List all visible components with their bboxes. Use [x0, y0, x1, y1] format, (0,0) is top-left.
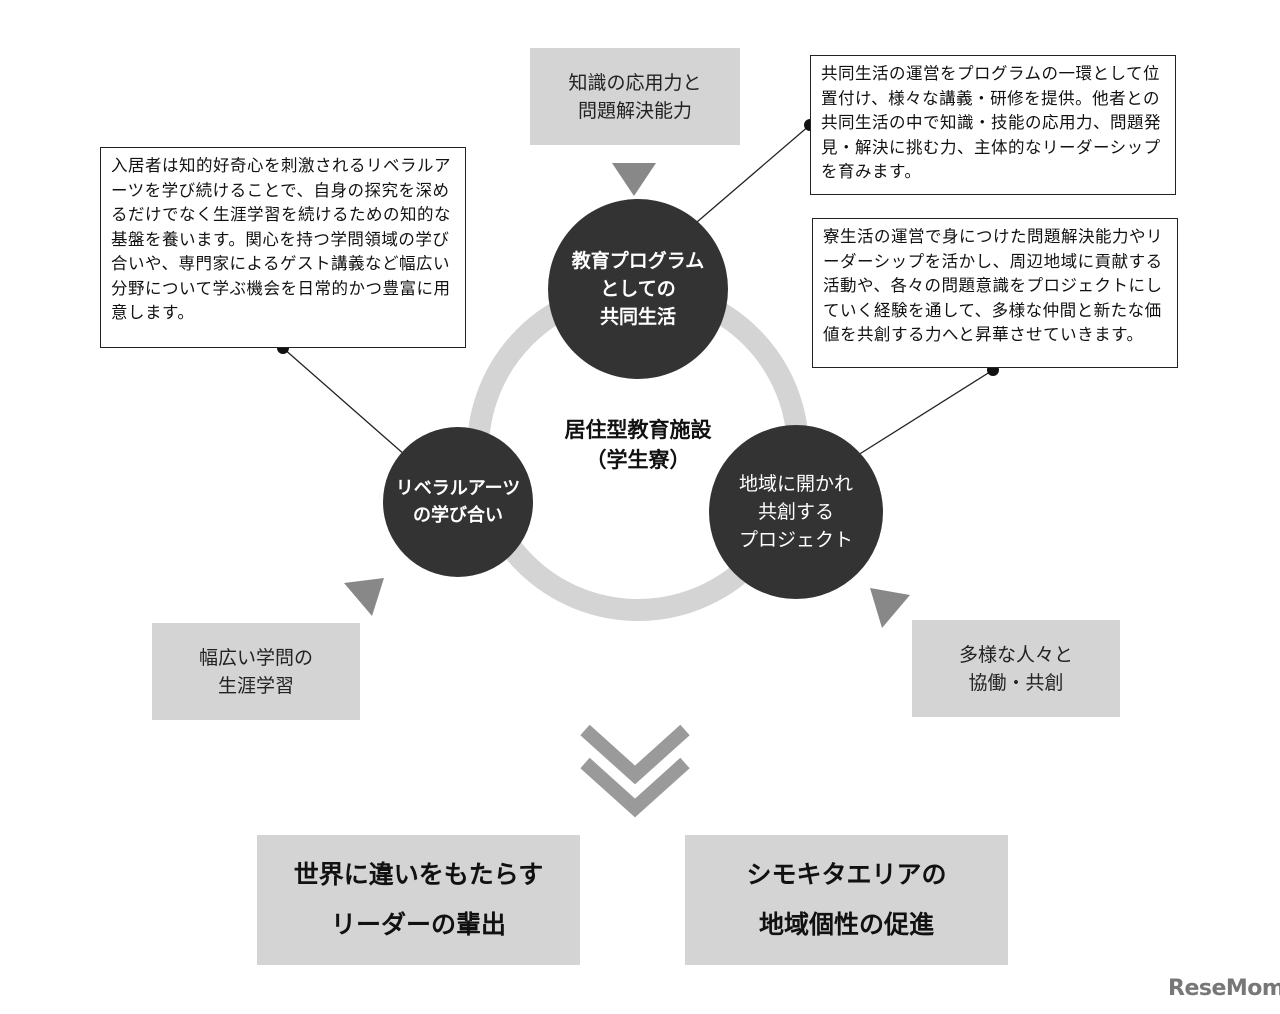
outcome-shimokita: シモキタエリアの 地域個性の促進 — [685, 835, 1008, 965]
arrow-down-icon — [612, 163, 656, 196]
circle-liberal-arts: リベラルアーツ の学び合い — [383, 427, 533, 577]
circle-community-project: 地域に開かれ 共創する プロジェクト — [709, 425, 883, 599]
resemom-logo: ReseMom — [1168, 976, 1280, 1001]
connector-right-bottom — [857, 369, 994, 456]
left-theme-box: 幅広い学問の 生涯学習 — [152, 623, 360, 720]
connector-left — [282, 347, 406, 456]
arrow-upright-icon — [344, 578, 384, 616]
arrow-upleft-icon — [870, 588, 910, 628]
right-description-top: 共同生活の運営をプログラムの一環として位置付け、様々な講義・研修を提供。他者との… — [810, 55, 1176, 195]
connector-right-top — [696, 124, 811, 223]
outcome-leaders: 世界に違いをもたらす リーダーの輩出 — [257, 835, 580, 965]
right-theme-box: 多様な人々と 協働・共創 — [912, 620, 1120, 717]
right-description-bottom: 寮生活の運営で身につけた問題解決能力やリーダーシップを活かし、周辺地域に貢献する… — [812, 218, 1178, 368]
chevron-down-icon — [580, 724, 690, 785]
left-description: 入居者は知的好奇心を刺激されるリベラルアーツを学び続けることで、自身の探究を深め… — [100, 147, 466, 348]
center-label: 居住型教育施設 （学生寮） — [564, 418, 712, 472]
circle-education-program: 教育プログラム としての 共同生活 — [548, 199, 728, 379]
top-theme-box: 知識の応用力と 問題解決能力 — [530, 48, 740, 145]
chevron-down-icon-2 — [580, 757, 690, 818]
